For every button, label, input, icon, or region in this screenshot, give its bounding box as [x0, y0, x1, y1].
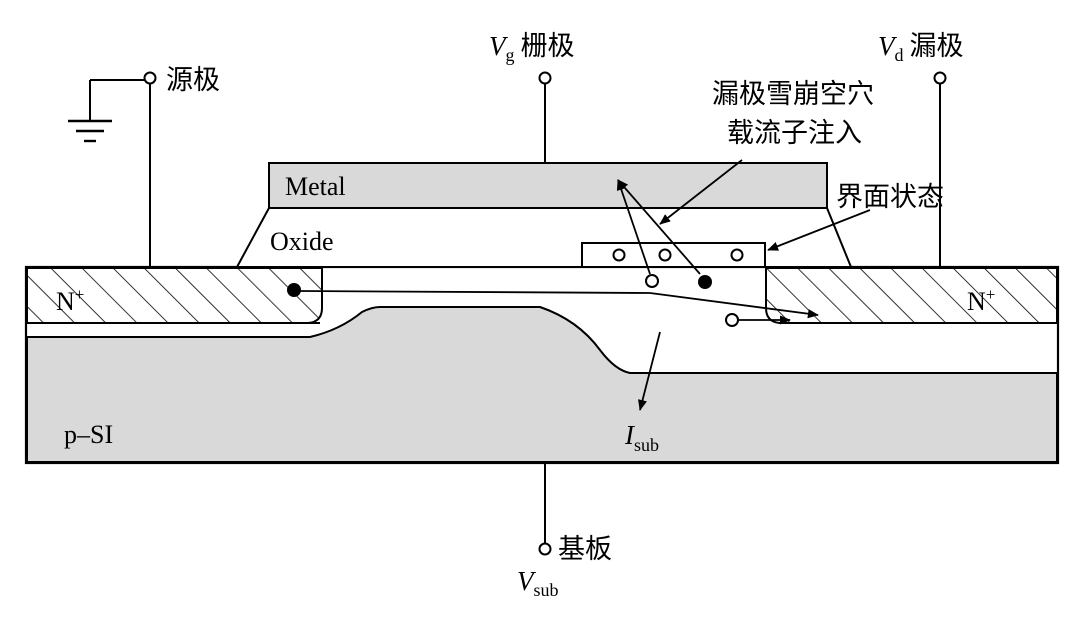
p-si-label: p–SI: [64, 420, 113, 449]
drain-terminal-node: [933, 71, 947, 85]
metal-label: Metal: [285, 172, 346, 201]
interface-state-dot: [730, 248, 744, 262]
source-label: 源极: [166, 65, 220, 95]
metal-gate: [268, 162, 828, 209]
source-n-plus-label: N+: [56, 285, 84, 316]
hole-injection-label-line2: 载流子注入: [727, 118, 862, 148]
hole-carrier: [645, 274, 659, 288]
oxide-label: Oxide: [270, 227, 334, 256]
interface-states-label: 界面状态: [836, 182, 944, 212]
source-n-plus-region: [26, 267, 323, 324]
source-terminal-node: [143, 71, 157, 85]
interface-state-dot: [612, 248, 626, 262]
electron-path: [649, 292, 819, 319]
ground-icon: [68, 119, 112, 143]
hole-injection-pointer: [659, 159, 743, 225]
substrate-current-label: Isub: [624, 420, 659, 455]
substrate-voltage-label: Vsub: [517, 566, 559, 600]
substrate-terminal-label: 基板: [558, 534, 612, 564]
hole-carrier: [725, 313, 739, 327]
p-substrate-region: [26, 306, 1058, 463]
gate-terminal-node: [538, 71, 552, 85]
interface-state-dot: [658, 248, 672, 262]
substrate-current-arrow: [638, 331, 661, 411]
interface-states-pointer: [767, 209, 871, 251]
electron-injection-arrow: [617, 179, 701, 275]
electron-carrier: [698, 275, 712, 289]
hole-injection-arrow: [616, 179, 651, 275]
hole-injection-label-line1: 漏极雪崩空穴: [712, 79, 874, 109]
substrate-terminal-node: [538, 542, 552, 556]
drain-n-plus-label: N+: [967, 285, 995, 316]
electron-path: [299, 290, 651, 294]
electron-source: [287, 283, 301, 297]
